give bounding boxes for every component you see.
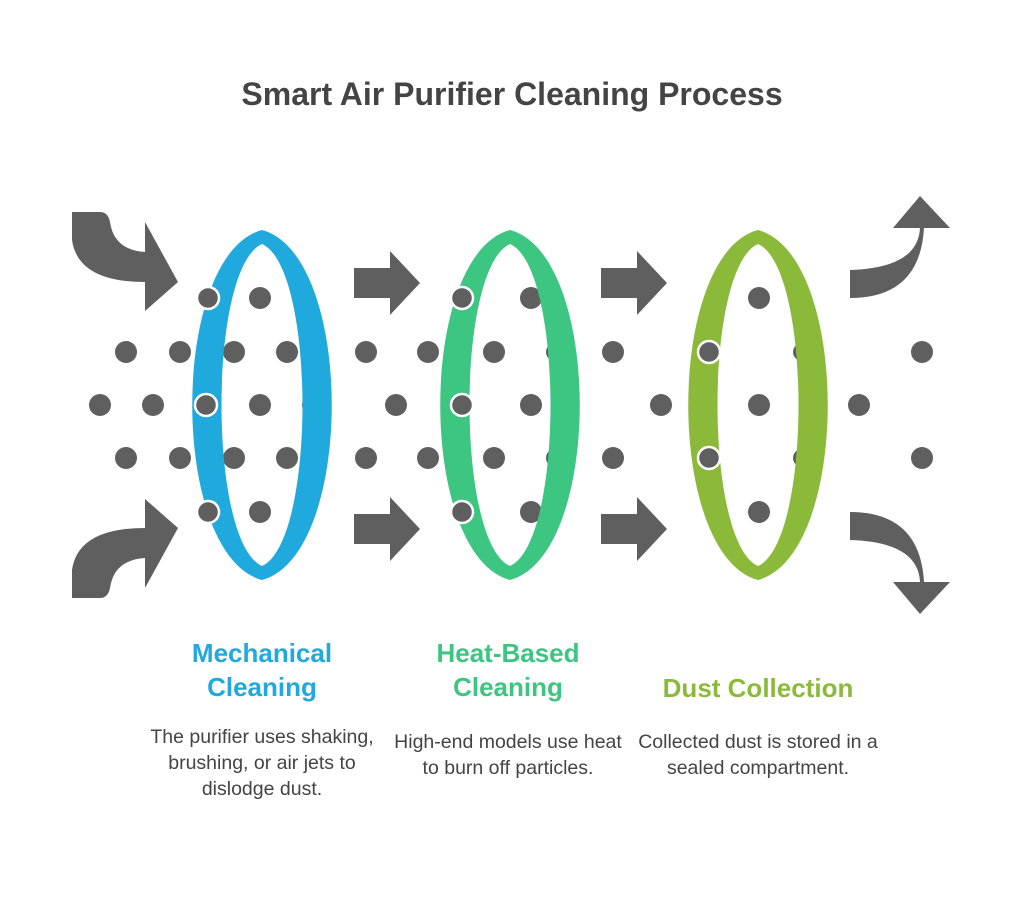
filter-ring-mechanical-icon [192,230,332,580]
page-title: Smart Air Purifier Cleaning Process [241,76,783,112]
curved-arrow-out-top-icon [850,196,950,298]
particle [911,447,933,469]
particle [142,394,164,416]
particle [276,447,298,469]
particles-outgoing [848,341,933,469]
stage-description-mechanical: The purifier uses shaking, brushing, or … [150,726,374,800]
particle [748,287,770,309]
particle [169,341,191,363]
particle [848,394,870,416]
particle [115,341,137,363]
stage-title-mechanical: Mechanical Cleaning [191,638,333,702]
trapped-particle [449,285,475,311]
trapped-particle [193,392,219,418]
particle [355,341,377,363]
trapped-particle [195,499,221,525]
particle [483,341,505,363]
arrow-right-icon [354,251,420,315]
between-arrows [354,251,667,561]
particle [748,501,770,523]
particles-incoming [89,287,320,523]
trapped-particle [449,499,475,525]
arrow-right-icon [601,251,667,315]
curved-arrow-in-bottom-icon [72,499,178,598]
arrow-right-icon [354,497,420,561]
trapped-particle [696,339,722,365]
filter-ring-heat-icon [440,230,580,580]
particle [911,341,933,363]
particle [602,447,624,469]
particle [223,341,245,363]
particle [650,394,672,416]
particle [520,394,542,416]
particle [417,447,439,469]
particle [355,447,377,469]
particle [385,394,407,416]
outflow-arrows [850,196,950,614]
stage-title-heat: Heat-Based Cleaning [436,638,580,702]
filter-ring-dust-icon [688,230,828,580]
particle [249,287,271,309]
particle [276,341,298,363]
curved-arrow-in-top-icon [72,212,178,311]
trapped-particle [449,392,475,418]
particle [169,447,191,469]
inflow-arrows [72,212,178,598]
stage-description-heat: High-end models use heat to burn off par… [394,731,622,779]
stage-title-dust: Dust Collection [662,673,854,703]
particle [249,394,271,416]
particle [115,447,137,469]
particle [249,501,271,523]
particle [417,341,439,363]
curved-arrow-out-bottom-icon [850,512,950,614]
particle [520,287,542,309]
particle [602,341,624,363]
trapped-particle [195,285,221,311]
trapped-particle [696,445,722,471]
stage-description-dust: Collected dust is stored in a sealed com… [638,731,878,779]
arrow-right-icon [601,497,667,561]
particle [223,447,245,469]
particle [483,447,505,469]
particle [89,394,111,416]
particle [520,501,542,523]
particle [748,394,770,416]
